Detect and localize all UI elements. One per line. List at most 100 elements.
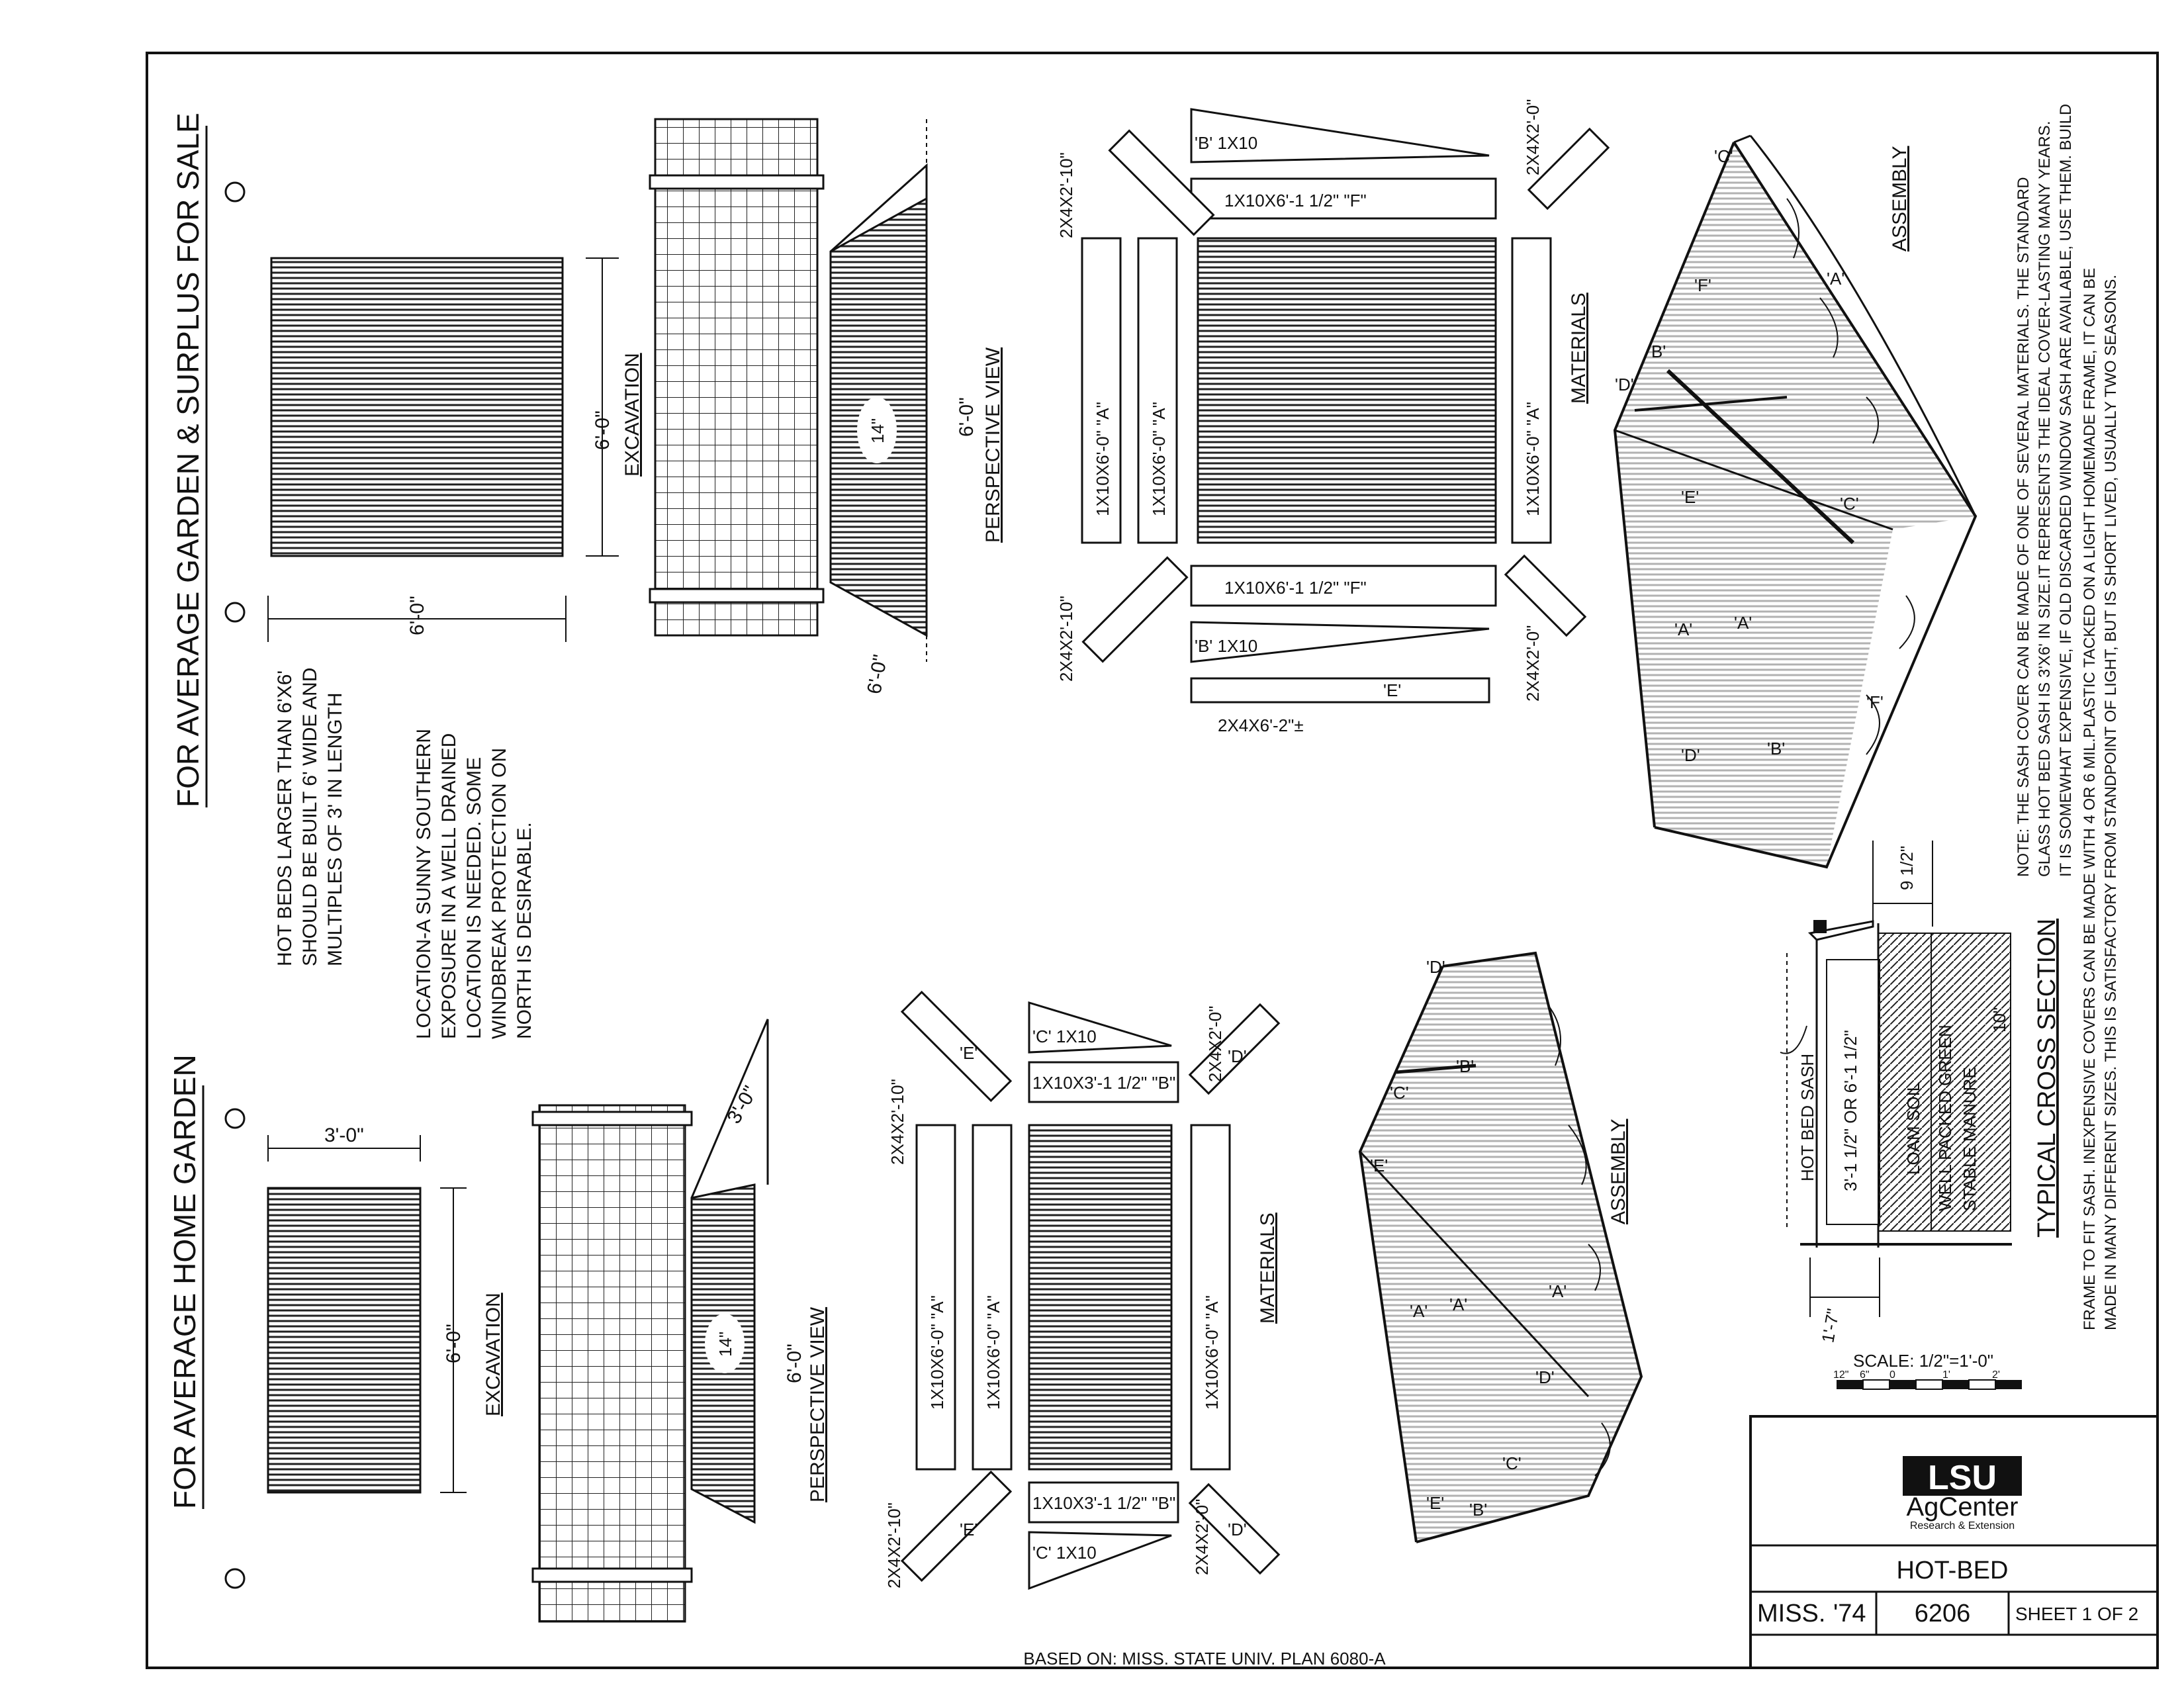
binder-hole: [224, 181, 246, 203]
scale-label: SCALE: 1/2"=1'-0": [1853, 1351, 1993, 1371]
section-ten-in: 10": [1989, 1007, 2009, 1032]
title-home-garden: FOR AVERAGE HOME GARDEN: [167, 1054, 202, 1509]
large-depth-label: 14": [868, 418, 887, 443]
svg-text:LOCATION-A SUNNY SOUTHERN: LOCATION-A SUNNY SOUTHERN: [413, 729, 435, 1039]
small-part-b: [1028, 1061, 1179, 1103]
lsu-logo: [1903, 1456, 2022, 1496]
section-one-seven: 1'-7": [1817, 1307, 1843, 1344]
small-part-a: [1190, 1124, 1231, 1471]
small-part-c-label: 'C' 1X10: [1032, 1027, 1097, 1046]
small-assembly: [1358, 951, 1643, 1543]
title-large-garden: FOR AVERAGE GARDEN & SURPLUS FOR SALE: [171, 113, 205, 807]
scale-tick: 6": [1860, 1369, 1870, 1381]
small-part-a: [972, 1124, 1013, 1471]
large-asm-label: 'F': [1866, 692, 1884, 712]
large-part-d-size: 2X4X2'-10": [1056, 152, 1076, 238]
large-asm-label: 'B': [1648, 342, 1666, 361]
small-assembly-label: ASSEMBLY: [1608, 1119, 1629, 1224]
large-part-d: [1108, 129, 1215, 236]
large-part-a-label: 1X10X6'-0" "A": [1093, 402, 1113, 516]
binder-hole: [224, 1568, 246, 1589]
small-asm-label: 'A': [1549, 1281, 1567, 1301]
small-part-c: [1028, 1001, 1172, 1054]
small-perspective-label: PERSPECTIVE VIEW: [807, 1306, 829, 1502]
scale-tick: 12": [1833, 1369, 1848, 1381]
small-excavation-label: EXCAVATION: [482, 1293, 504, 1416]
small-part-d: [1188, 1003, 1281, 1095]
small-part-c-label: 'C' 1X10: [1032, 1543, 1097, 1563]
large-dim-width: 6'-0": [406, 596, 428, 635]
svg-text:WINDBREAK PROTECTION ON: WINDBREAK PROTECTION ON: [488, 748, 510, 1039]
large-asm-label: 'D': [1681, 745, 1700, 765]
scale-bar: [1837, 1379, 2022, 1390]
large-part-c: [1504, 554, 1587, 637]
small-dim-length: 6'-0": [443, 1324, 465, 1363]
small-part-a-label: 1X10X6'-0" "A": [927, 1295, 947, 1410]
large-part-b: [1190, 621, 1490, 663]
large-asm-label: 'A': [1674, 619, 1692, 639]
small-asm-label: 'E': [1426, 1493, 1444, 1513]
large-part-c-size: 2X4X2'-0": [1523, 99, 1543, 175]
svg-text:MADE IN MANY DIFFERENT SIZES.: MADE IN MANY DIFFERENT SIZES. THIS IS SA…: [2102, 275, 2120, 1330]
section-hot-bed-sash: HOT BED SASH: [1797, 1054, 1817, 1181]
large-part-b-label: 'B' 1X10: [1195, 636, 1257, 656]
section-height: 3'-1 1/2" OR 6'-1 1/2": [1841, 1030, 1860, 1191]
svg-text:IT IS SOMEWHAT EXPENSIVE, IF O: IT IS SOMEWHAT EXPENSIVE, IF OLD DISCARD…: [2057, 104, 2075, 877]
plan-year: '74: [1833, 1600, 1866, 1627]
large-materials-label: MATERIALS: [1568, 293, 1590, 404]
small-part-b-label: 1X10X3'-1 1/2" "B": [1032, 1073, 1175, 1093]
small-part-d-label: 'D': [1228, 1520, 1247, 1539]
large-part-a: [1511, 237, 1552, 544]
section-nine-half: 9 1/2": [1897, 846, 1917, 890]
large-perspective-label: PERSPECTIVE VIEW: [982, 347, 1004, 543]
large-wire-grid: [654, 118, 819, 637]
large-asm-label: 'E': [1681, 487, 1699, 507]
large-part-f-label: 1X10X6'-1 1/2" "F": [1224, 191, 1367, 210]
small-part-e-size: 2X4X2'-10": [884, 1502, 904, 1588]
large-assembly: [1613, 134, 1978, 869]
small-dim-width: 3'-0": [324, 1124, 364, 1146]
large-asm-label: 'D': [1615, 375, 1634, 394]
small-materials-label: MATERIALS: [1257, 1212, 1279, 1324]
small-part-b: [1028, 1481, 1179, 1524]
large-part-a-label: 1X10X6'-0" "A": [1523, 402, 1543, 516]
large-part-d-size: 2X4X2'-10": [1056, 596, 1076, 682]
small-asm-label: 'A': [1449, 1295, 1467, 1314]
large-assembly-label: ASSEMBLY: [1889, 146, 1911, 251]
large-part-e-size: 2X4X6'-2"±: [1218, 715, 1304, 735]
binder-hole: [224, 1108, 246, 1129]
small-asm-label: 'B': [1469, 1500, 1487, 1520]
small-asm-label: 'B': [1456, 1056, 1474, 1076]
note-sash-continued: FRAME TO FIT SASH. INEXPENSIVE COVERS CA…: [2081, 268, 2120, 1330]
svg-text:NORTH IS DESIRABLE.: NORTH IS DESIRABLE.: [514, 822, 535, 1039]
large-part-e: [1190, 677, 1490, 704]
cross-section: [1780, 920, 2012, 1248]
small-part-e: [900, 990, 1013, 1103]
svg-text:NOTE: THE SASH COVER CAN BE MA: NOTE: THE SASH COVER CAN BE MADE OF ONE …: [2015, 177, 2032, 877]
small-depth-label: 14": [715, 1332, 735, 1357]
small-part-e-label: 'E': [960, 1043, 978, 1063]
large-part-a: [1137, 237, 1178, 544]
svg-text:MULTIPLES OF 3' IN LENGTH: MULTIPLES OF 3' IN LENGTH: [324, 692, 346, 966]
large-asm-label: 'C': [1714, 146, 1733, 166]
small-part-d-size: 2X4X2'-0": [1192, 1499, 1212, 1575]
section-loam: LOAM SOIL: [1903, 1082, 1923, 1175]
plan-number: 6206: [1915, 1600, 1971, 1627]
svg-text:SHOULD BE BUILT 6' WIDE AND: SHOULD BE BUILT 6' WIDE AND: [299, 668, 321, 966]
large-dim-length: 6'-0": [592, 410, 614, 450]
small-wire-grid: [538, 1104, 686, 1623]
scale-tick: 2': [1992, 1369, 2000, 1381]
large-asm-label: 'A': [1734, 613, 1752, 633]
logo-agcenter: AgCenter: [1907, 1492, 2019, 1522]
svg-text:HOT BEDS LARGER THAN 6'X6': HOT BEDS LARGER THAN 6'X6': [274, 670, 296, 966]
small-part-c: [1028, 1531, 1172, 1590]
small-asm-label: 'D': [1426, 957, 1445, 977]
small-part-d-size: 2X4X2'-0": [1205, 1006, 1225, 1082]
section-title: TYPICAL CROSS SECTION: [2033, 919, 2061, 1238]
small-excavation-plan: [267, 1187, 422, 1494]
plan-sheet: SHEET 1 OF 2: [2015, 1604, 2138, 1624]
svg-text:LOCATION IS NEEDED. SOME: LOCATION IS NEEDED. SOME: [463, 757, 485, 1039]
plan-state: MISS.: [1757, 1600, 1825, 1627]
large-part-f-label: 1X10X6'-1 1/2" "F": [1224, 578, 1367, 598]
large-excavation-plan: [270, 257, 564, 557]
